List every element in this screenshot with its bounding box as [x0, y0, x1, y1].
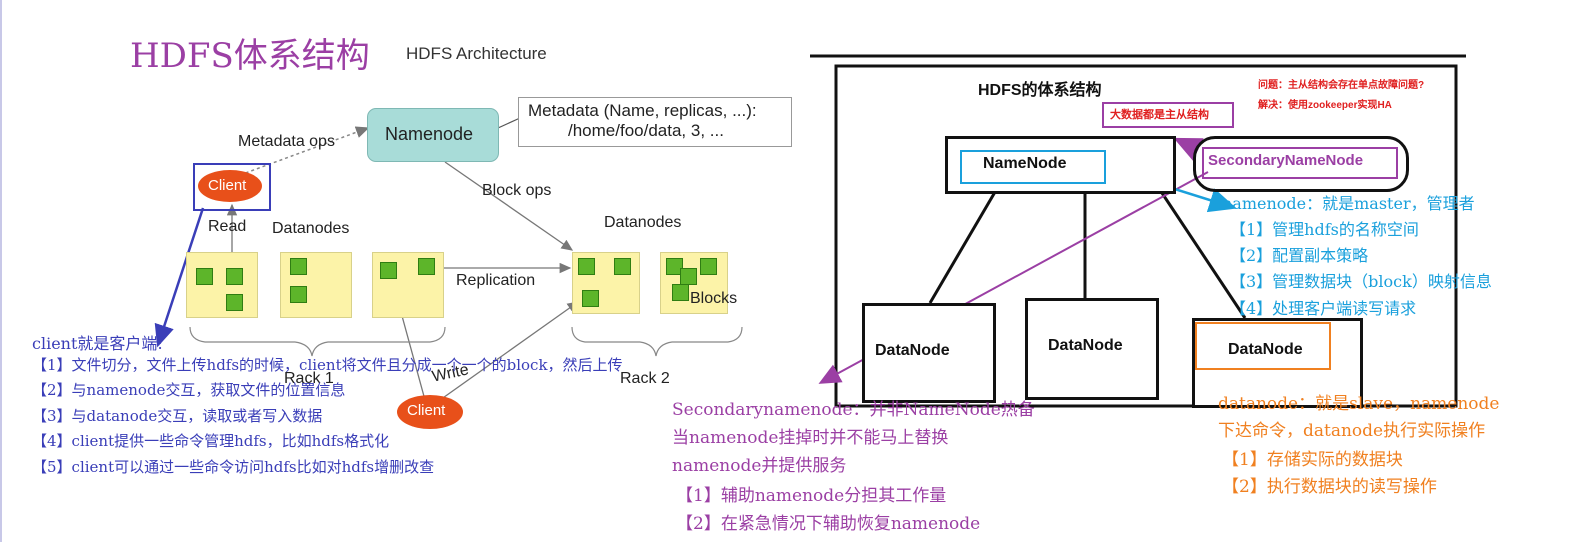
- block-ops-line: [444, 161, 574, 251]
- secondary-inner-box: [1202, 147, 1398, 179]
- datanode-notes-item: 【1】存储实际的数据块: [1222, 450, 1403, 470]
- secondary-label: SecondaryNameNode: [1208, 152, 1364, 169]
- block: [418, 258, 435, 275]
- solution-text: 解决：使用zookeeper实现HA: [1258, 100, 1392, 111]
- namenode-notes-heading: namenode：就是master，管理者: [1222, 194, 1475, 213]
- blocks-label: Blocks: [690, 290, 738, 307]
- namenode-metadata-connector: [497, 117, 521, 129]
- block: [226, 294, 243, 311]
- client-notes-item: 【3】与datanode交互，读取或者写入数据: [32, 407, 323, 425]
- client-notes-item: 【1】文件切分，文件上传hdfs的时候，client将文件且分成一个一个的blo…: [32, 356, 623, 374]
- metadata-line-1: Metadata (Name, replicas, ...):: [528, 101, 757, 120]
- secondary-notes-item: 【2】在紧急情况下辅助恢复namenode: [676, 514, 981, 534]
- namenode-notes-item: 【1】管理hdfs的名称空间: [1230, 220, 1419, 239]
- namenode-outer-box: [945, 136, 1176, 194]
- nn-dn-line-1: [928, 191, 997, 304]
- namenode-label-right: NameNode: [983, 155, 1067, 172]
- client-top-label: Client: [208, 177, 247, 194]
- block: [672, 284, 689, 301]
- read-label: Read: [208, 218, 247, 235]
- block: [196, 268, 213, 285]
- namenode-notes-item: 【2】配置副本策略: [1230, 246, 1369, 265]
- namenode-box: [367, 108, 499, 162]
- client-notes-item: 【5】client可以通过一些命令访问hdfs比如对hdfs增删改查: [32, 458, 435, 476]
- rack1-datanode-1: [186, 252, 258, 318]
- metadata-ops-label: Metadata ops: [238, 133, 335, 150]
- right-panel-title: HDFS的体系结构: [978, 82, 1102, 99]
- metadata-box: [518, 97, 792, 147]
- datanode-notes-item: 【2】执行数据块的读写操作: [1222, 477, 1437, 497]
- datanode-box-1: [862, 303, 996, 403]
- block: [226, 268, 243, 285]
- block: [290, 286, 307, 303]
- datanode-highlight-box: [1195, 322, 1331, 370]
- client-notes-item: 【2】与namenode交互，获取文件的位置信息: [32, 381, 346, 399]
- client-top: [198, 170, 262, 202]
- rack2-brace: [571, 326, 743, 357]
- block: [680, 268, 697, 285]
- block: [614, 258, 631, 275]
- block-ops-label: Block ops: [482, 182, 552, 199]
- tag-text: 大数据都是主从结构: [1110, 109, 1209, 121]
- secondary-notes-line: Secondarynamenode：并非NameNode热备: [672, 400, 1035, 420]
- datanode-label: DataNode: [1228, 341, 1303, 358]
- secondary-outer-box: [1193, 136, 1409, 192]
- secondary-notes-line: namenode并提供服务: [672, 456, 847, 476]
- namenode-notes-item: 【4】处理客户端读写请求: [1230, 299, 1417, 318]
- secondary-notes-line: 当namenode挂掉时并不能马上替换: [672, 428, 949, 448]
- datanodes-right-label: Datanodes: [604, 214, 682, 231]
- datanode-notes-line: 下达命令，datanode执行实际操作: [1218, 421, 1486, 441]
- block: [290, 258, 307, 275]
- replication-label: Replication: [456, 272, 536, 289]
- client-bottom: [397, 395, 463, 429]
- rack1-label: Rack 1: [284, 370, 334, 387]
- client-bottom-label: Client: [407, 402, 446, 419]
- datanode-label: DataNode: [875, 342, 950, 359]
- block: [578, 258, 595, 275]
- datanodes-left-label: Datanodes: [272, 220, 350, 237]
- secondary-to-namenode-arrow: [1173, 137, 1204, 161]
- page-title: HDFS体系结构: [130, 36, 370, 76]
- datanode-box-2: [1025, 298, 1159, 400]
- datanode-notes-line: datanode：就是slave，namenode: [1218, 394, 1500, 414]
- datanode-label: DataNode: [1048, 337, 1123, 354]
- client-notes-heading: client就是客户端:: [32, 334, 163, 353]
- client-notes-item: 【4】client提供一些命令管理hdfs，比如hdfs格式化: [32, 432, 390, 450]
- rack1-brace: [189, 326, 446, 357]
- left-edge-line: [0, 0, 2, 542]
- architecture-title: HDFS Architecture: [406, 44, 547, 63]
- metadata-line-2: /home/foo/data, 3, ...: [568, 121, 724, 140]
- block: [380, 262, 397, 279]
- tag-box: [1102, 102, 1234, 128]
- namenode-inner-box: [960, 150, 1106, 184]
- namenode-notes-item: 【3】管理数据块（block）映射信息: [1230, 272, 1492, 291]
- block: [666, 258, 683, 275]
- secondary-notes-item: 【1】辅助namenode分担其工作量: [676, 486, 947, 506]
- write-arrow-2: [439, 301, 580, 401]
- block: [700, 258, 717, 275]
- block: [582, 290, 599, 307]
- rack2-label: Rack 2: [620, 370, 670, 387]
- client-highlight-box: [193, 163, 271, 211]
- namenode-label: Namenode: [385, 124, 474, 144]
- question-text: 问题：主从结构会存在单点故障问题?: [1258, 80, 1425, 91]
